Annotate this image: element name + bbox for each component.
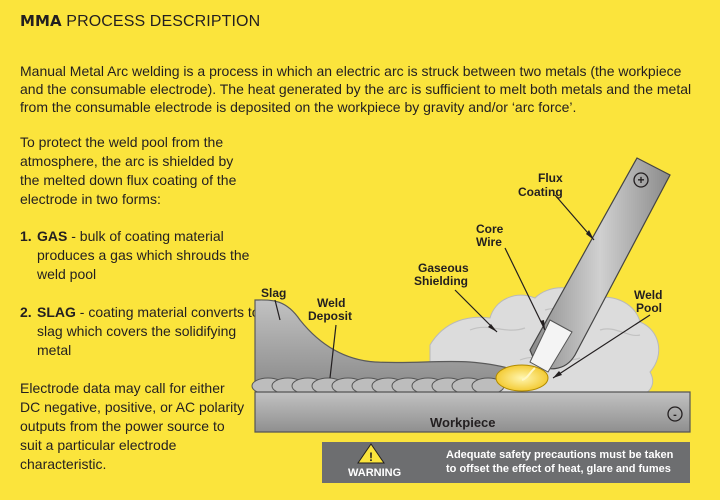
label-shielding: Shielding [414,274,468,288]
form-number: 2. [20,304,32,320]
form-term: GAS [37,228,68,244]
title-rest: PROCESS DESCRIPTION [61,13,261,30]
label-weld-pool-2: Pool [636,301,662,315]
electrode-polarity-icon [633,172,649,188]
slag-layer [254,299,521,383]
form-term: SLAG [37,304,76,320]
weld-pool [495,364,549,392]
label-core: Core [476,222,504,236]
leader-arrowheads [488,230,594,378]
warning-label: WARNING [348,467,401,479]
warning-message-1: Adequate safety precautions must be take… [446,449,674,461]
label-deposit: Deposit [308,309,352,323]
form-desc: - coating material converts to slag whic… [37,304,260,358]
label-slag: Slag [261,286,286,300]
form-item-slag: 2. SLAG - coating material converts to s… [20,303,260,360]
label-gaseous: Gaseous [418,261,469,275]
warning-bar [322,442,690,483]
form-item-gas: 1. GAS - bulk of coating material produc… [20,227,260,284]
intro-paragraph: Manual Metal Arc welding is a process in… [20,63,692,115]
form-number: 1. [20,228,32,244]
workpiece-polarity-icon [667,406,683,422]
label-flux: Flux [538,171,563,185]
weld-deposit-bead [251,377,505,395]
workpiece-label: Workpiece [430,415,496,430]
electrode-polarity: + [637,173,644,187]
label-weld-pool-1: Weld [634,288,662,302]
form-desc: - bulk of coating material produces a ga… [37,228,250,282]
title-bold: MMA [20,12,62,30]
electrode-paragraph: Electrode data may call for either DC ne… [20,380,245,472]
workpiece-polarity: - [673,409,677,421]
label-weld: Weld [317,296,345,310]
label-coating: Coating [518,185,563,199]
protect-paragraph: To protect the weld pool from the atmosp… [20,134,237,207]
label-wire: Wire [476,235,502,249]
electrode-core-wire [529,319,573,373]
workpiece-plate [254,391,691,433]
warning-triangle-icon [357,443,385,464]
warning-message-2: to offset the effect of heat, glare and … [446,463,671,475]
warning-exclamation: ! [369,450,373,464]
page-title: MMA PROCESS DESCRIPTION [20,12,260,31]
arc-glow [521,367,536,381]
